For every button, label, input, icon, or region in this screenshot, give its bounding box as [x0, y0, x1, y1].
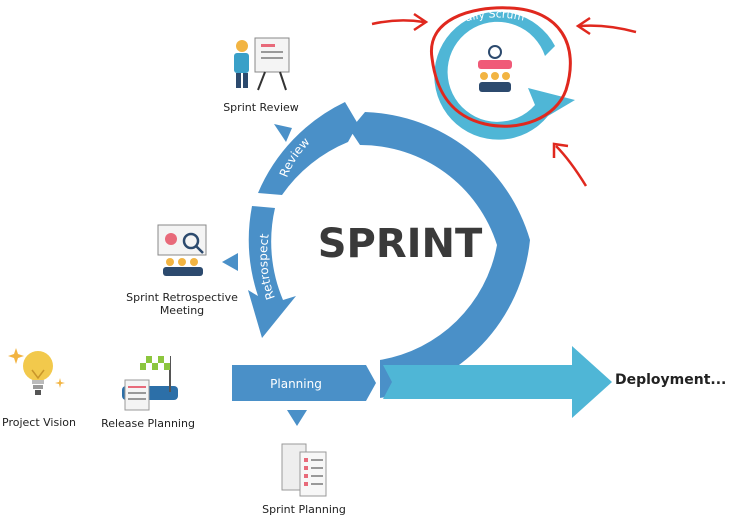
review-arc: [258, 102, 358, 195]
project-vision-icon: [8, 348, 65, 395]
daily-scrum-icon: [467, 44, 523, 100]
sprint-retrospective-icon: [157, 224, 207, 276]
annotation-arrow-left: [371, 12, 429, 32]
project-vision-label: Project Vision: [2, 416, 76, 429]
sprint-planning-label: Sprint Planning: [262, 503, 346, 516]
retrospect-arc: [248, 206, 296, 338]
sprint-review-icon: [234, 37, 290, 91]
annotation-arrow-right: [575, 16, 637, 36]
deployment-arrow: [383, 346, 612, 418]
sprint-title: SPRINT: [318, 221, 483, 267]
planning-label: Planning: [270, 377, 322, 391]
implementation-arc: [350, 112, 530, 398]
annotation-circle: [430, 6, 572, 128]
sprint-retrospective-label-line1: Sprint Retrospective: [126, 291, 238, 304]
deployment-label: Deployment...: [615, 372, 727, 388]
sprint-retrospective-label: Sprint Retrospective Meeting: [112, 291, 252, 317]
release-planning-label: Release Planning: [101, 417, 195, 430]
sprint-retrospective-label-line2: Meeting: [159, 304, 205, 317]
daily-scrum-loop: [434, 11, 575, 140]
release-planning-icon: [122, 356, 178, 411]
sprint-planning-icon: [281, 443, 327, 497]
retrospect-pointer: [222, 253, 238, 271]
sprint-review-label: Sprint Review: [223, 101, 299, 114]
planning-banner: [232, 365, 376, 401]
planning-down-arrow: [287, 410, 307, 426]
annotation-arrow-bottom: [552, 142, 588, 187]
review-pointer: [274, 124, 292, 142]
